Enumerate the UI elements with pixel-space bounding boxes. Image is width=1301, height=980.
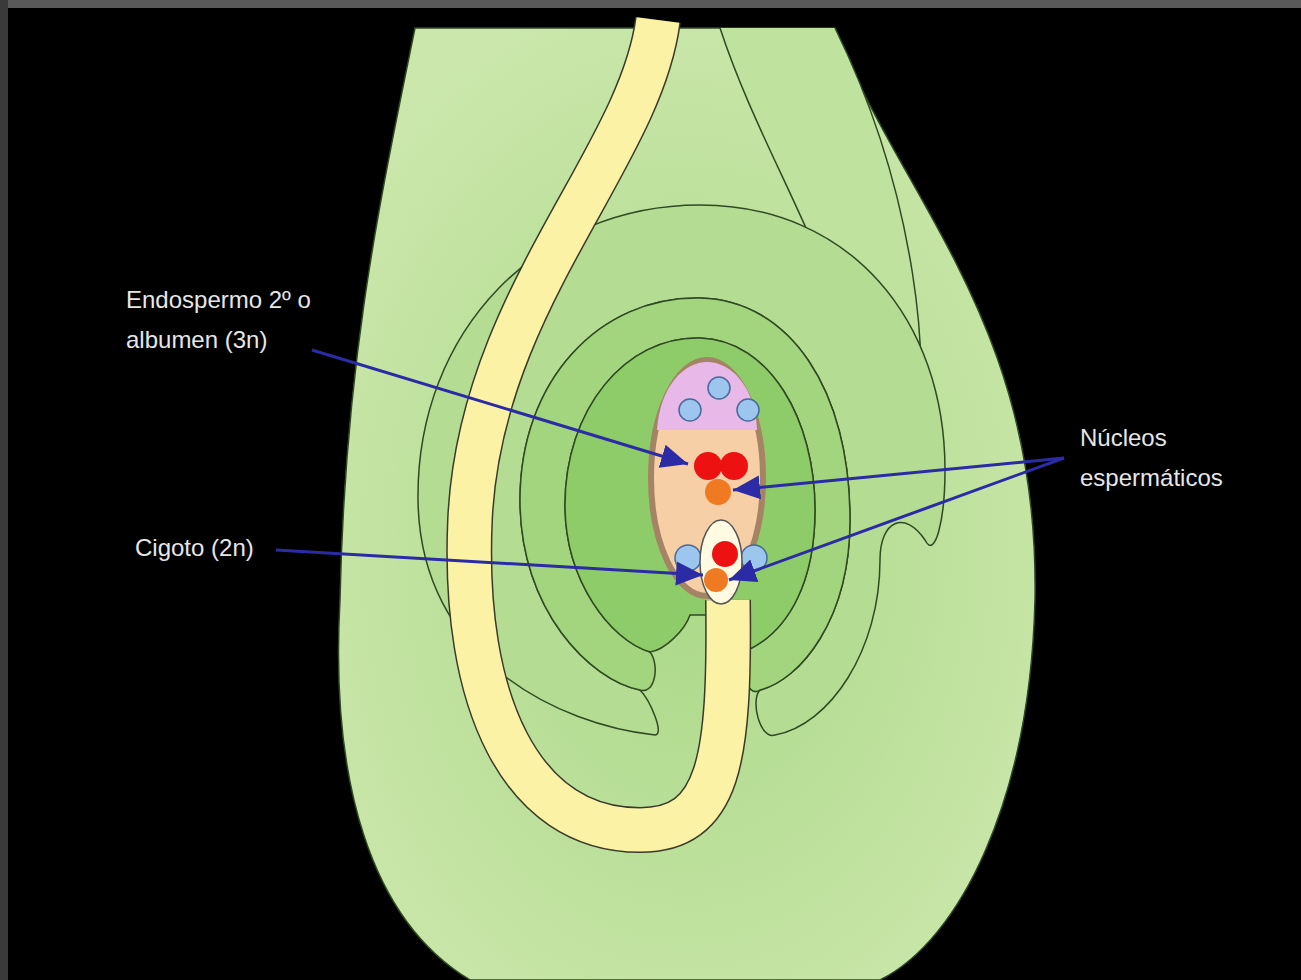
egg-nucleus — [712, 541, 738, 567]
sperm-nucleus — [705, 479, 731, 505]
part-label: Cigoto (2n) — [135, 528, 285, 568]
leader-line — [276, 550, 703, 575]
egg-cell — [700, 520, 742, 604]
antipodal-nucleus — [708, 377, 730, 399]
pollen-tube-outline — [469, 20, 728, 830]
antipodal-nucleus — [737, 399, 759, 421]
part-label: Núcleos espermáticos — [1080, 418, 1255, 498]
frame-bar — [0, 0, 8, 980]
part-label: Endospermo 2º o albumen (3n) — [126, 280, 316, 360]
nucellus — [565, 338, 815, 652]
leader-line — [733, 458, 1064, 490]
frame-bar — [0, 0, 1301, 8]
polar-nucleus — [720, 452, 748, 480]
polar-nucleus — [694, 452, 722, 480]
synergid-nucleus — [675, 545, 701, 571]
leader-line — [729, 458, 1064, 580]
sperm-nucleus — [704, 568, 728, 592]
leader-line — [312, 350, 688, 464]
antipodal-nucleus — [679, 399, 701, 421]
pollen-tube — [469, 20, 728, 830]
inner-integument — [520, 298, 850, 692]
